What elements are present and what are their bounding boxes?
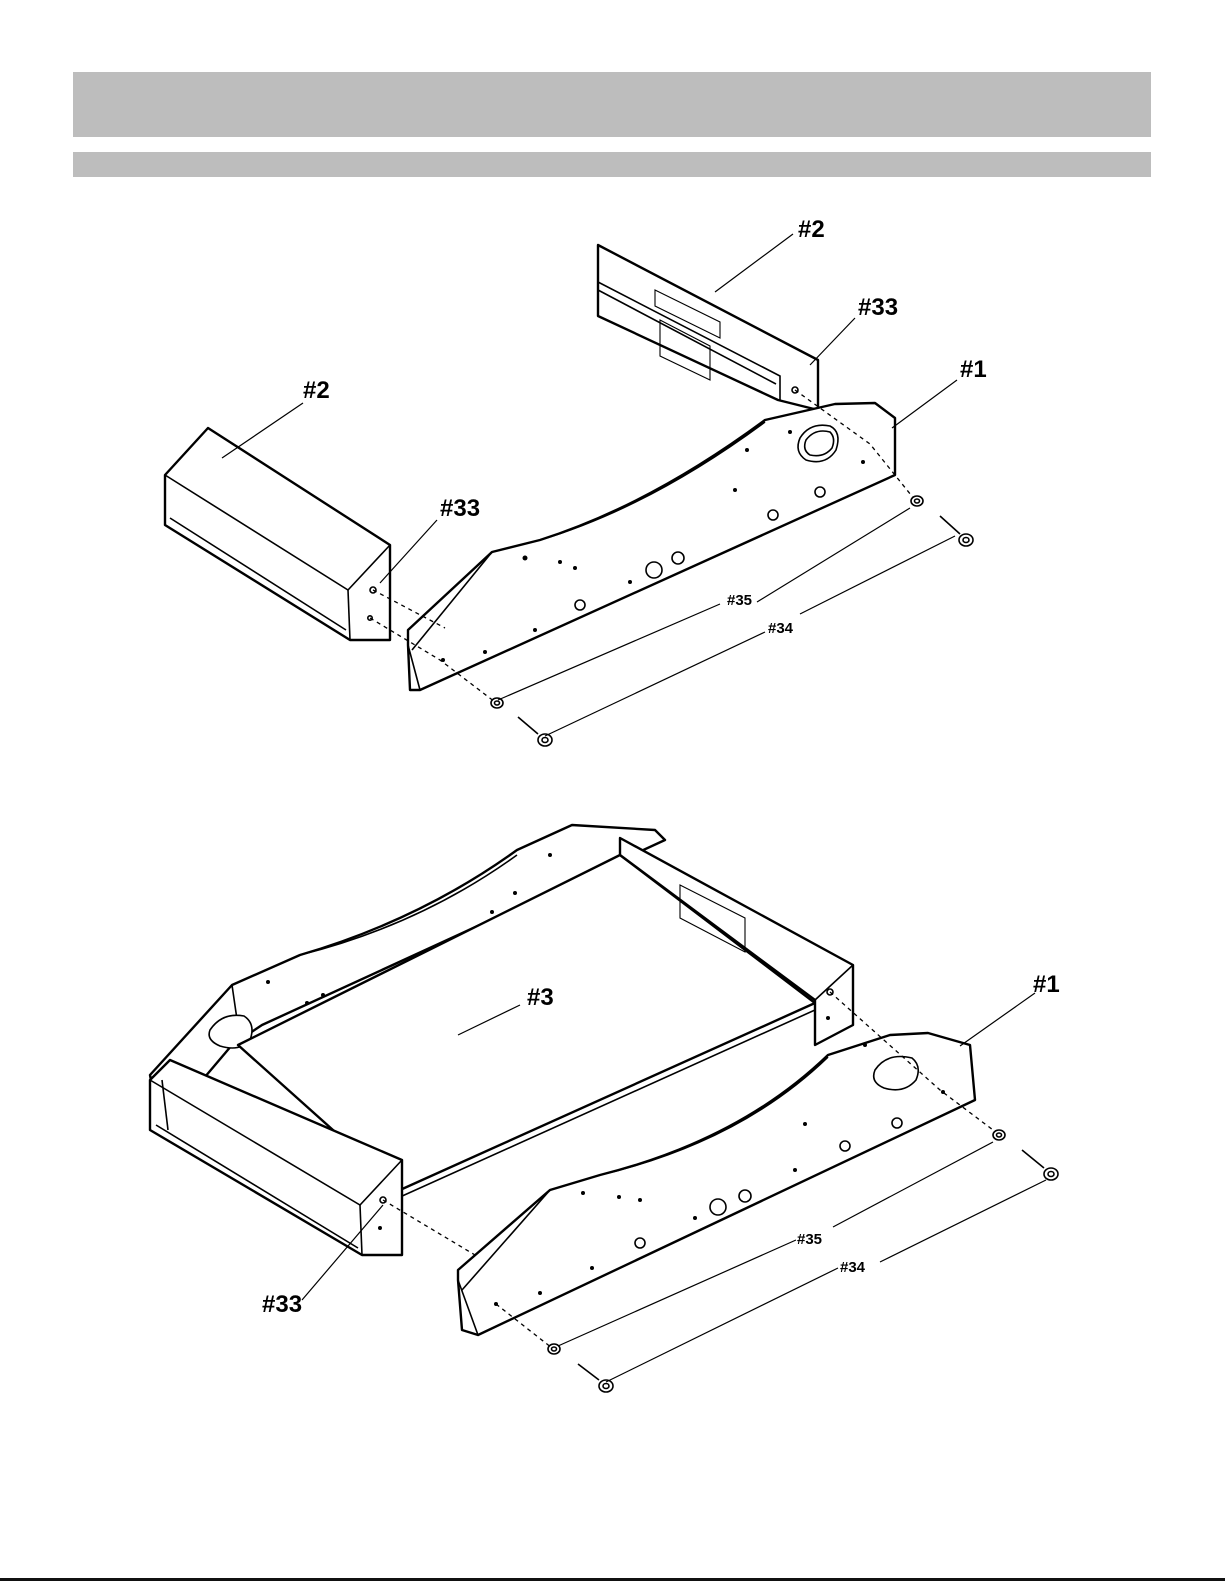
left-end-piece xyxy=(165,428,390,640)
bottom-washer-right xyxy=(993,1130,1005,1140)
callout-top-rear-end: #2 xyxy=(798,216,825,243)
top-assembly-figure: #2 #33 #1 #2 #33 #35 #34 xyxy=(165,216,987,746)
callout-bottom-washer: #35 xyxy=(797,1231,822,1248)
rear-end-piece xyxy=(598,245,818,410)
bottom-bolt-left xyxy=(578,1364,613,1392)
callout-top-bolt: #34 xyxy=(768,620,794,637)
top-washer-right xyxy=(911,496,923,506)
top-bolt-left xyxy=(518,717,552,746)
callout-bottom-board: #3 xyxy=(527,984,554,1011)
bottom-bolt-right xyxy=(1022,1150,1058,1180)
callout-bottom-side-panel: #1 xyxy=(1033,971,1060,998)
callout-top-left-end: #2 xyxy=(303,377,330,404)
callout-bottom-bolt: #34 xyxy=(840,1259,866,1276)
top-washer-left xyxy=(491,698,503,708)
bottom-rule xyxy=(0,1578,1225,1581)
bottom-assembly-figure: #1 #3 #33 #35 #34 xyxy=(150,825,1060,1392)
callout-top-pin-rear: #33 xyxy=(858,294,898,321)
top-side-panel xyxy=(408,403,895,690)
callout-top-side-panel: #1 xyxy=(960,356,987,383)
callout-top-pin-left: #33 xyxy=(440,495,480,522)
callout-bottom-pin: #33 xyxy=(262,1291,302,1318)
callout-top-washer: #35 xyxy=(727,592,752,609)
